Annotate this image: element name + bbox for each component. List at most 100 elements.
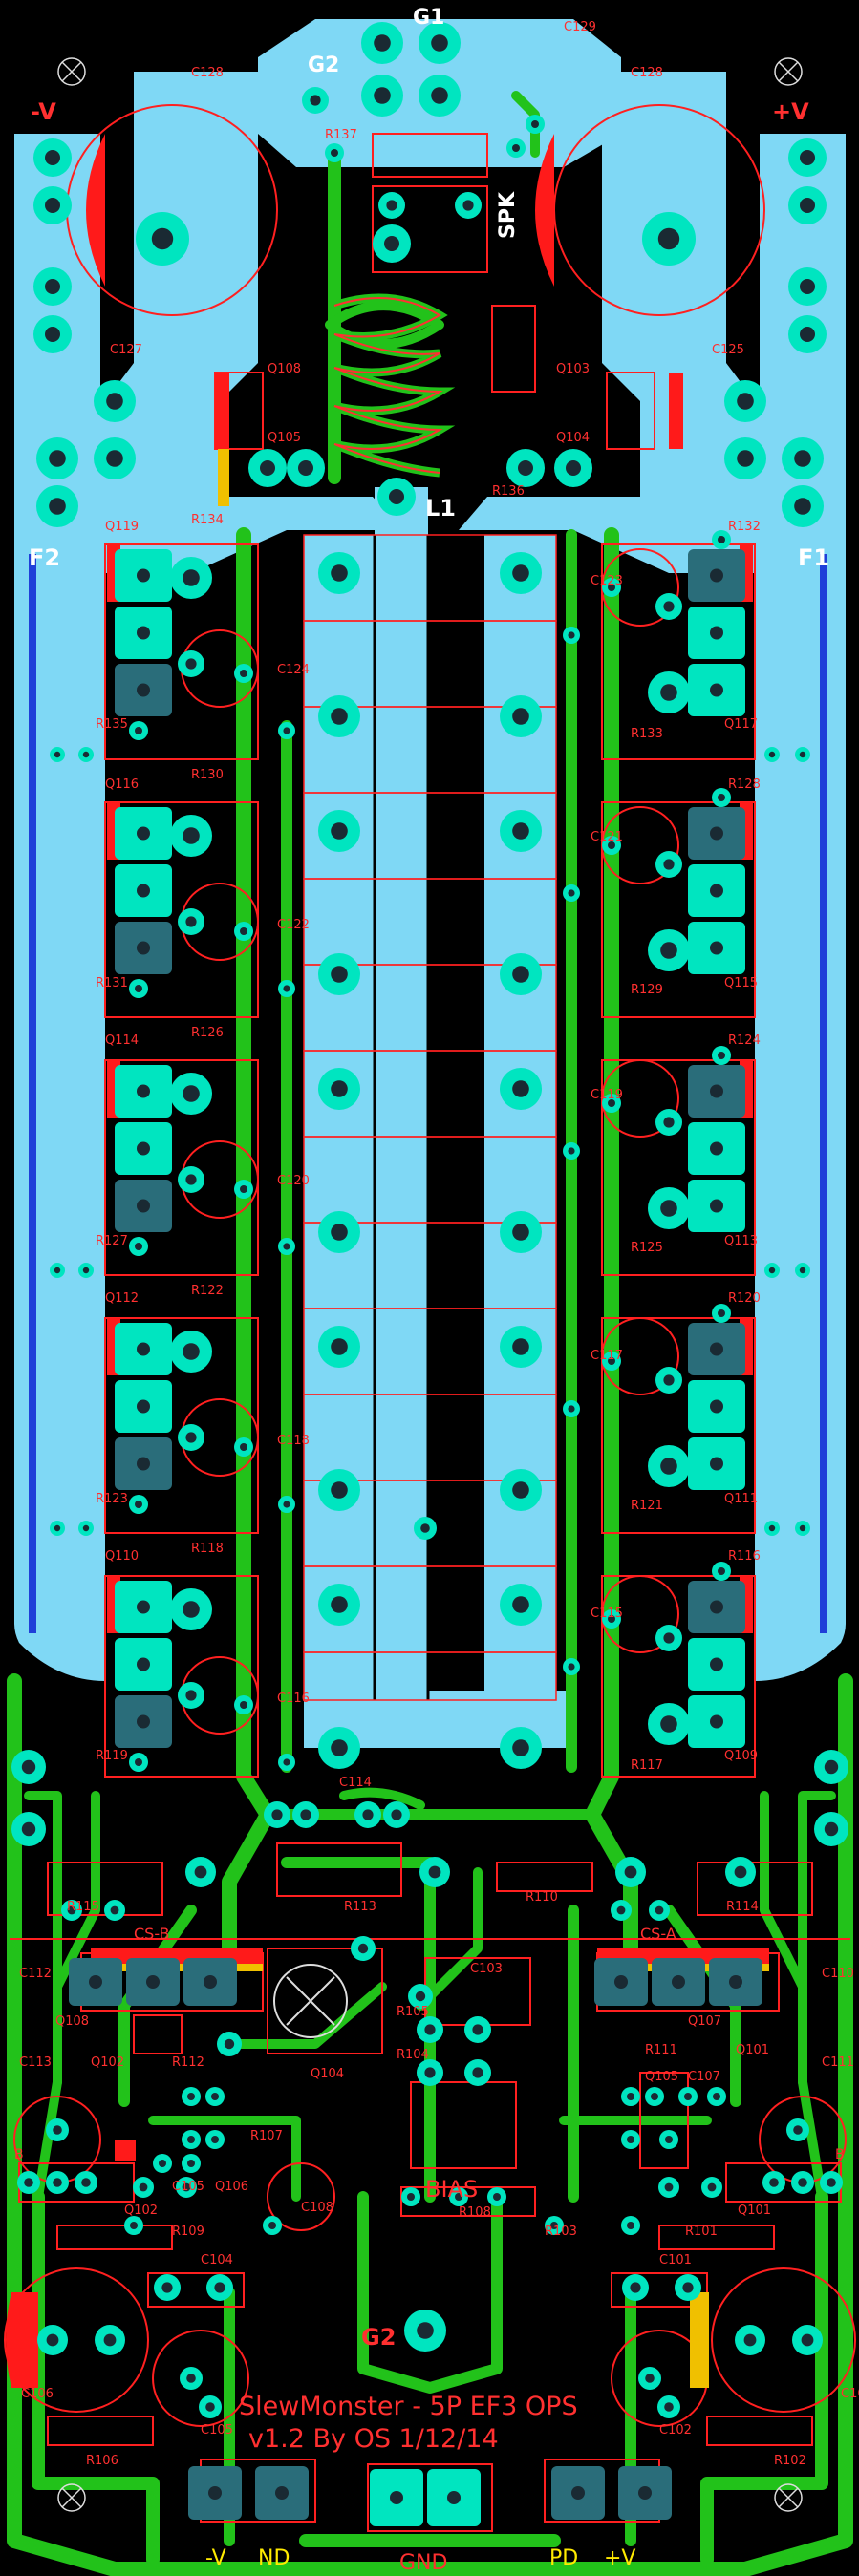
pad (500, 1326, 542, 1368)
pad (36, 485, 78, 527)
pad (33, 315, 72, 353)
pad (688, 1638, 745, 1691)
pad (655, 1625, 682, 1651)
component-ref: R126 (191, 1026, 224, 1040)
component-ref: Q104 (556, 431, 590, 445)
pad (688, 1122, 745, 1175)
pad (675, 2274, 701, 2301)
pad (500, 1469, 542, 1511)
label-f1: F1 (798, 544, 829, 571)
component-ref: R117 (631, 1758, 663, 1773)
pad (707, 2087, 726, 2106)
component-ref: C114 (339, 1776, 372, 1790)
component-ref: R130 (191, 768, 224, 782)
component-ref: Q108 (268, 362, 301, 376)
pad (688, 1065, 745, 1118)
component-ref: C115 (591, 1607, 623, 1621)
pad (180, 2367, 203, 2390)
pad (278, 1238, 295, 1255)
pad (551, 2466, 605, 2520)
pad (814, 1812, 848, 1846)
component-ref: Q103 (556, 362, 590, 376)
pad (124, 2216, 143, 2235)
pad (788, 315, 827, 353)
pad (234, 1437, 253, 1457)
pad (602, 836, 621, 855)
label-cs-a: CS-A (640, 1925, 676, 1943)
pad (725, 1857, 756, 1887)
pad (404, 2310, 446, 2352)
pad (115, 1323, 172, 1375)
pad (263, 2216, 282, 2235)
pad (278, 1496, 295, 1513)
pad (724, 437, 766, 479)
pad (361, 75, 403, 117)
label-g2-bottom: G2 (361, 2324, 396, 2351)
component-ref: Q112 (105, 1291, 139, 1306)
pad (217, 2032, 242, 2056)
component-ref: C103 (841, 2387, 859, 2401)
pad (506, 138, 526, 158)
pad (688, 864, 745, 917)
pad (206, 2274, 233, 2301)
component-ref: C107 (688, 2070, 720, 2084)
pad (764, 747, 780, 762)
pad (487, 2187, 506, 2206)
pad (351, 1936, 376, 1961)
pad (318, 1068, 360, 1110)
pad (615, 1857, 646, 1887)
pad (61, 1900, 82, 1921)
pad (648, 1187, 690, 1229)
pad (36, 437, 78, 479)
component-ref: R125 (631, 1241, 663, 1255)
pad (75, 2171, 97, 2194)
pad (709, 1958, 762, 2006)
component-ref: C117 (591, 1349, 623, 1363)
pad (370, 2469, 423, 2526)
pad (234, 1695, 253, 1714)
component-ref: C128 (191, 66, 224, 80)
pad (648, 1445, 690, 1487)
pad (46, 2118, 69, 2141)
pad (500, 552, 542, 594)
pad (563, 884, 580, 902)
pad (688, 922, 745, 974)
pad (464, 2059, 491, 2086)
pad (278, 1754, 295, 1771)
pad (129, 1495, 148, 1514)
pad (621, 2087, 640, 2106)
pad (178, 1682, 204, 1709)
component-ref: R113 (344, 1900, 376, 1914)
pad (115, 864, 172, 917)
pad (500, 695, 542, 737)
pad (136, 212, 189, 266)
pad (50, 747, 65, 762)
component-ref: Q110 (105, 1549, 139, 1564)
pad (594, 1958, 648, 2006)
cross-hole-icon (273, 1964, 348, 2038)
pad (264, 1801, 290, 1828)
pad (688, 664, 745, 716)
component-ref: R120 (728, 1291, 761, 1306)
pad (78, 1521, 94, 1536)
pad (94, 437, 136, 479)
component-ref: Q102 (124, 2203, 158, 2218)
pad (33, 138, 72, 177)
pad (642, 212, 696, 266)
pad (602, 1352, 621, 1371)
mounting-hole-icon (57, 57, 803, 2512)
pad (611, 1900, 632, 1921)
pad (791, 2171, 814, 2194)
pad (377, 478, 416, 516)
label-plus-v-top: +V (772, 98, 809, 125)
pad (419, 22, 461, 64)
label-bottom-minus-v: -V (205, 2546, 226, 2570)
pad (115, 1581, 172, 1633)
pad (115, 1380, 172, 1433)
label-b-right: B (835, 2147, 845, 2162)
pad (782, 437, 824, 479)
pad (154, 2274, 181, 2301)
pad (182, 2154, 201, 2173)
label-b-left: B (14, 2147, 24, 2162)
component-ref: R132 (728, 520, 761, 534)
